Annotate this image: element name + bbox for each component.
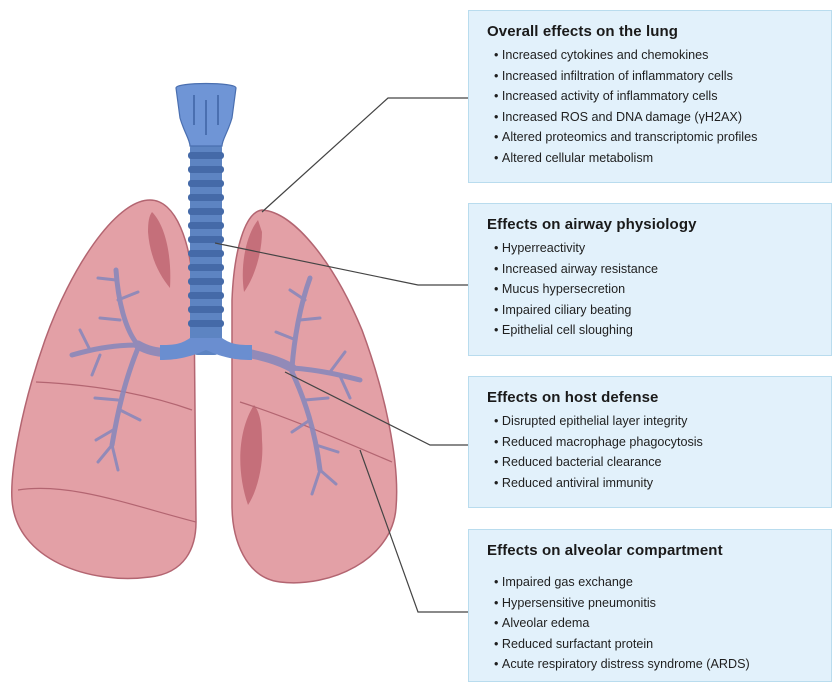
list-item: Increased infiltration of inflammatory c… <box>494 66 823 87</box>
list-item: Impaired ciliary beating <box>494 300 823 321</box>
list-item: Altered cellular metabolism <box>494 148 823 169</box>
list-item: Increased cytokines and chemokines <box>494 45 823 66</box>
list-item: Reduced surfactant protein <box>494 634 823 655</box>
list-item: Epithelial cell sloughing <box>494 320 823 341</box>
airway-physiology-list: Hyperreactivity Increased airway resista… <box>487 238 823 341</box>
overall-effects-list: Increased cytokines and chemokines Incre… <box>487 45 823 168</box>
list-item: Mucus hypersecretion <box>494 279 823 300</box>
list-item: Acute respiratory distress syndrome (ARD… <box>494 654 823 675</box>
list-item: Reduced antiviral immunity <box>494 473 823 494</box>
alveolar-compartment-box: Effects on alveolar compartment Impaired… <box>468 529 832 682</box>
overall-effects-box: Overall effects on the lung Increased cy… <box>468 10 832 183</box>
airway-physiology-box: Effects on airway physiology Hyperreacti… <box>468 203 832 356</box>
list-item: Hypersensitive pneumonitis <box>494 593 823 614</box>
airway-physiology-title: Effects on airway physiology <box>487 216 823 233</box>
lung-illustration <box>0 0 470 684</box>
list-item: Increased airway resistance <box>494 259 823 280</box>
host-defense-list: Disrupted epithelial layer integrity Red… <box>487 411 823 493</box>
list-item: Increased ROS and DNA damage (γH2AX) <box>494 107 823 128</box>
larynx <box>176 84 236 147</box>
list-item: Alveolar edema <box>494 613 823 634</box>
host-defense-box: Effects on host defense Disrupted epithe… <box>468 376 832 508</box>
left-lung <box>232 210 397 583</box>
alveolar-compartment-title: Effects on alveolar compartment <box>487 542 823 559</box>
right-lung <box>12 200 196 578</box>
list-item: Reduced bacterial clearance <box>494 452 823 473</box>
list-item: Reduced macrophage phagocytosis <box>494 432 823 453</box>
list-item: Disrupted epithelial layer integrity <box>494 411 823 432</box>
list-item: Increased activity of inflammatory cells <box>494 86 823 107</box>
host-defense-title: Effects on host defense <box>487 389 823 406</box>
list-item: Hyperreactivity <box>494 238 823 259</box>
overall-effects-title: Overall effects on the lung <box>487 23 823 40</box>
alveolar-compartment-list: Impaired gas exchange Hypersensitive pne… <box>487 572 823 675</box>
list-item: Altered proteomics and transcriptomic pr… <box>494 127 823 148</box>
list-item: Impaired gas exchange <box>494 572 823 593</box>
